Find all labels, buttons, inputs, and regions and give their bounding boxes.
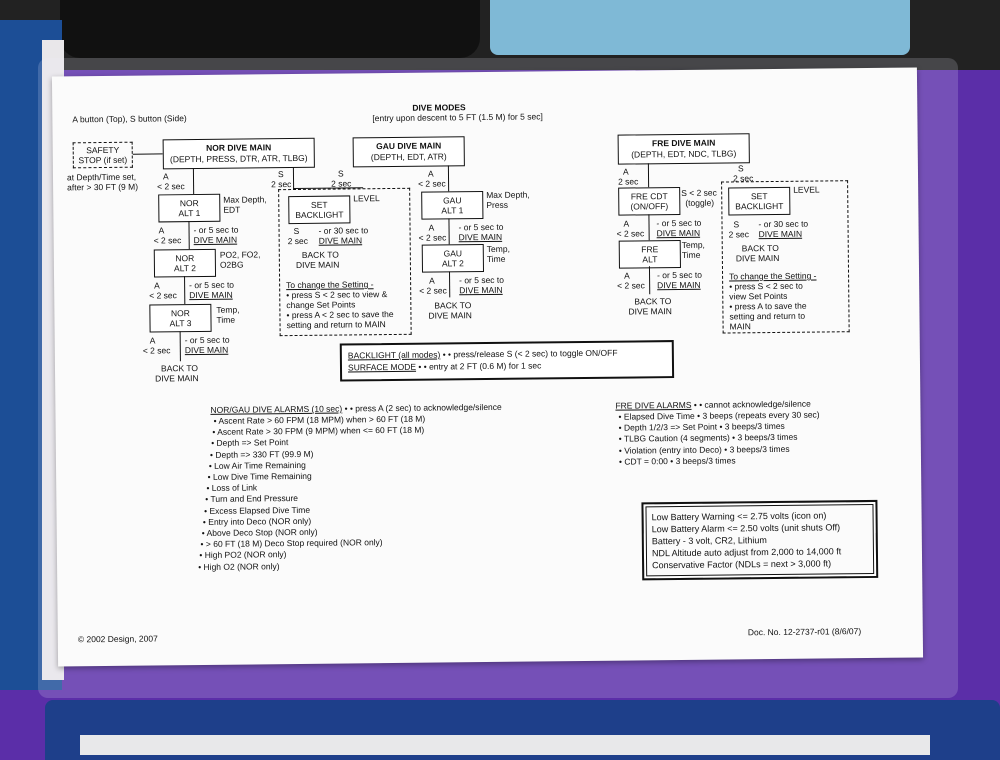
nor-gau-alarm-item: • Depth => Set Point [211,437,289,449]
nor-gau-alarm-item: • Excess Elapsed Dive Time [204,504,311,516]
fre-alarm-item: • Depth 1/2/3 => Set Point • 3 beeps/3 t… [618,421,785,433]
set-backlight-box-left: SET BACKLIGHT [288,195,351,225]
nor-gau-alarm-item: • High O2 (NOR only) [198,560,280,572]
battery-info-box: Low Battery Warning <= 2.75 volts (icon … [641,499,879,581]
gau-alt2-box: GAU ALT 2 [421,244,485,273]
card-title: DIVE MODES [412,102,466,113]
doc-number: Doc. No. 12-2737-r01 (8/6/07) [747,626,862,638]
gau-dive-main-box: GAU DIVE MAIN (DEPTH, EDT, ATR) [352,136,465,168]
fre-alarm-item: • Elapsed Dive Time • 3 beeps (repeats e… [618,409,820,422]
nor-gau-alarm-item: • Entry into Deco (NOR only) [202,515,312,527]
safety-note-2: after > 30 FT (9 M) [67,181,139,193]
bottom-card-strip [80,735,930,755]
buttons-note: A button (Top), S button (Side) [72,113,187,125]
nor-dive-main-box: NOR DIVE MAIN (DEPTH, PRESS, DTR, ATR, T… [162,137,315,170]
set-backlight-box-right: SET BACKLIGHT [728,186,791,216]
mode-notes-box: BACKLIGHT (all modes) • • press/release … [339,340,675,382]
connector [132,153,163,155]
nor-alt2-box: NOR ALT 2 [153,248,217,278]
nor-gau-alarm-item: • Low Dive Time Remaining [207,470,312,482]
black-pouch [60,0,480,58]
fre-cdt-box: FRE CDT (ON/OFF) [618,186,681,216]
nor-gau-alarm-item: • High PO2 (NOR only) [199,549,287,561]
nor-gau-alarm-item: • > 60 FT (18 M) Deco Stop required (NOR… [200,537,383,550]
nor-gau-alarm-item: • Depth => 330 FT (99.9 M) [209,448,314,460]
fre-alt-box: FRE ALT [618,239,681,269]
fre-alarm-item: • Violation (entry into Deco) • 3 beeps/… [618,443,790,456]
nor-gau-alarm-item: • Ascent Rate > 60 FPM (18 MPM) when > 6… [213,413,426,426]
dive-modes-card: A button (Top), S button (Side) DIVE MOD… [51,67,924,667]
nor-alt1-box: NOR ALT 1 [158,193,221,223]
nor-alt3-box: NOR ALT 3 [149,303,212,333]
nor-gau-alarm-item: • Low Air Time Remaining [208,459,306,471]
nor-gau-alarm-item: • Turn and End Pressure [205,493,299,505]
safety-stop-box: SAFETY STOP (if set) [72,141,133,169]
nor-gau-alarm-item: • Above Deco Stop (NOR only) [201,526,318,539]
gau-alt1-box: GAU ALT 1 [421,191,484,220]
blue-cloth [490,0,910,55]
fre-alarm-item: • CDT = 0:00 • 3 beeps/3 times [618,455,736,467]
nor-gau-alarm-item: • Ascent Rate > 30 FPM (9 MPM) when <= 6… [212,424,425,438]
fre-alarms-title: FRE DIVE ALARMS • • cannot acknowledge/s… [615,398,811,411]
card-subtitle: [entry upon descent to 5 FT (1.5 M) for … [372,111,543,124]
fre-alarm-item: • TLBG Caution (4 segments) • 3 beeps/3 … [618,432,798,445]
copyright: © 2002 Design, 2007 [77,633,158,645]
fre-dive-main-box: FRE DIVE MAIN (DEPTH, EDT, NDC, TLBG) [617,133,750,165]
nor-gau-alarm-item: • Loss of Link [206,482,258,494]
nor-gau-alarms-title: NOR/GAU DIVE ALARMS (10 sec) • • press A… [210,401,502,415]
